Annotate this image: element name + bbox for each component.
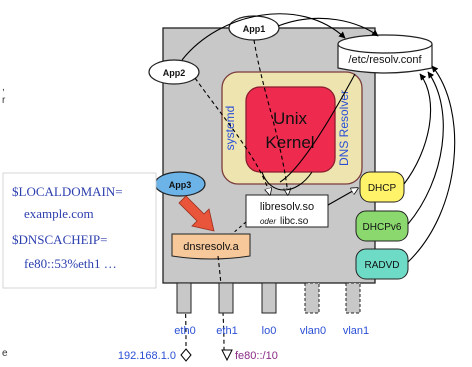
app3-link-arrow — [178, 195, 215, 232]
dhcpv6-label: DHCPv6 — [363, 222, 402, 233]
ipv6-triangle — [221, 349, 233, 362]
kernel-label-2: Kernel — [265, 133, 314, 152]
dnsresolv-label: dnsresolv.a — [183, 241, 239, 253]
oder-label: oder — [260, 217, 276, 226]
dhcpv6-box — [355, 210, 409, 242]
iface-vlan0: vlan0 — [300, 325, 326, 337]
dhcp-box — [359, 171, 405, 203]
iface-eth0: eth0 — [174, 325, 195, 337]
svg-text:/etc/resolv.conf: /etc/resolv.conf — [348, 54, 422, 66]
dnsresolv-box — [171, 233, 251, 260]
margin-mark: e — [2, 348, 8, 359]
app2-label: App2 — [163, 68, 186, 78]
ipv6-address: fe80::/10 — [235, 350, 278, 362]
env-line-4: fe80::53%eth1 … — [24, 256, 117, 271]
libresolv-label: libresolv.so — [260, 201, 314, 213]
app2-node — [148, 59, 200, 85]
resolv-conf-cylinder: /etc/resolv.conf — [337, 34, 433, 74]
app1-label: App1 — [243, 24, 266, 34]
ipv4-diamond — [180, 348, 192, 362]
connection-lines — [181, 13, 456, 351]
dhcp-label: DHCP — [368, 183, 397, 194]
libc-label: libc.so — [280, 216, 309, 227]
app3-label: App3 — [169, 180, 192, 190]
iface-vlan1: vlan1 — [343, 325, 369, 337]
env-box — [2, 172, 157, 289]
kernel-label-1: Unix — [273, 109, 308, 128]
margin-mark: r — [2, 95, 6, 106]
margin-mark: , — [2, 82, 5, 93]
radvd-label: RADVD — [364, 260, 399, 271]
libresolv-box — [245, 194, 329, 228]
env-line-2: example.com — [24, 206, 94, 221]
unix-kernel-box — [245, 86, 336, 173]
radvd-box — [355, 248, 409, 280]
ipv4-address: 192.168.1.0 — [118, 350, 176, 362]
env-line-1: $LOCALDOMAIN= — [12, 184, 123, 199]
dns-resolver-label: DNS Resolver — [337, 90, 351, 166]
env-line-3: $DNSCACHEIP= — [12, 232, 107, 247]
iface-eth1: eth1 — [216, 325, 237, 337]
iface-lo0: lo0 — [262, 325, 277, 337]
systemd-label: systemd — [223, 106, 237, 151]
interface-ports — [176, 282, 361, 314]
